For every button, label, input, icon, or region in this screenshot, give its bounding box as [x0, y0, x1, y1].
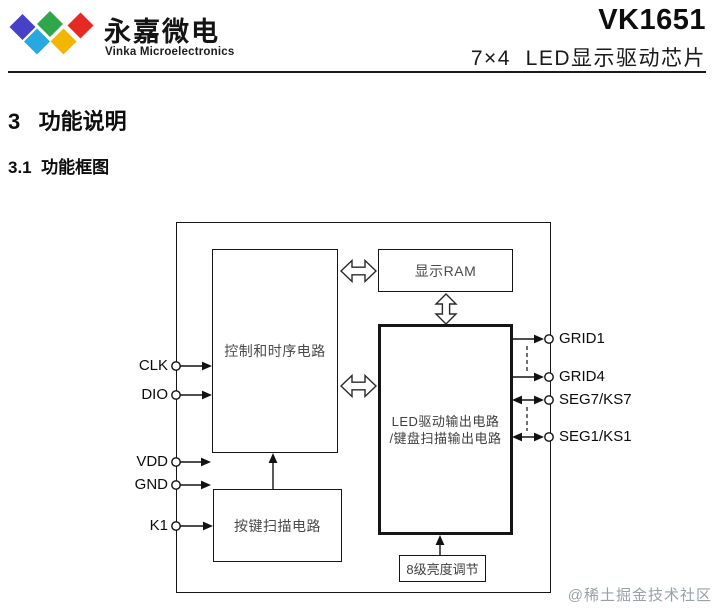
key-scan-block: 按键扫描电路 — [213, 489, 342, 562]
part-number: VK1651 — [598, 4, 706, 36]
brightness-adjust-label: 8级亮度调节 — [406, 562, 479, 577]
display-ram-label: 显示RAM — [414, 262, 477, 279]
pin-label-seg1ks1: SEG1/KS1 — [559, 428, 632, 445]
pin-label-seg7ks7: SEG7/KS7 — [559, 391, 632, 408]
display-ram-block: 显示RAM — [378, 249, 513, 292]
brand-name-cn: 永嘉微电 — [104, 17, 220, 47]
pin-label-clk: CLK — [138, 357, 168, 374]
led-driver-block: LED驱动输出电路 /键盘扫描输出电路 — [378, 324, 513, 535]
pin-label-gnd: GND — [134, 476, 168, 493]
led-driver-label-line1: LED驱动输出电路 — [391, 413, 500, 429]
brightness-adjust-block: 8级亮度调节 — [399, 555, 486, 582]
control-timing-block: 控制和时序电路 — [212, 249, 338, 453]
section-heading: 3 功能说明 — [8, 109, 127, 134]
subsection-heading: 3.1 功能框图 — [8, 158, 110, 177]
watermark: @稀土掘金技术社区 — [567, 587, 712, 604]
logo-diamond-red — [67, 12, 94, 39]
vinka-logo-icon — [9, 11, 94, 55]
header-divider — [8, 71, 706, 73]
logo-diamond-cyan — [24, 28, 50, 55]
brand-name-en: Vinka Microelectronics — [105, 46, 235, 58]
logo-diamond-indigo — [9, 14, 36, 40]
logo-diamond-yellow — [50, 28, 77, 55]
pin-label-grid4: GRID4 — [559, 368, 605, 385]
control-timing-label: 控制和时序电路 — [224, 343, 326, 359]
led-driver-label-line2: /键盘扫描输出电路 — [389, 430, 502, 446]
pin-label-dio: DIO — [141, 386, 168, 403]
key-scan-label: 按键扫描电路 — [234, 517, 321, 534]
chip-boundary-box — [176, 222, 551, 593]
pin-label-vdd: VDD — [136, 453, 168, 470]
pin-label-grid1: GRID1 — [559, 330, 605, 347]
logo-diamond-green — [37, 11, 63, 37]
part-subtitle: 7×4 LED显示驱动芯片 — [470, 47, 706, 70]
pin-label-k1: K1 — [149, 517, 168, 534]
